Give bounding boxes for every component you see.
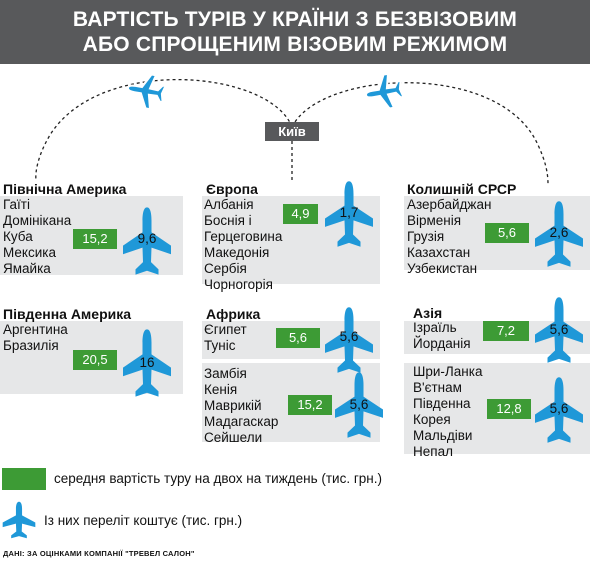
country-name: Єгипет	[204, 322, 247, 337]
region-title-asia: Азія	[413, 305, 443, 321]
country-name: Ізраїль	[413, 320, 457, 335]
title-line-1: ВАРТІСТЬ ТУРІВ У КРАЇНИ З БЕЗВІЗОВИМ	[72, 8, 518, 31]
country-name: Корея	[413, 412, 451, 427]
country-name: Ямайка	[3, 261, 51, 276]
country-name: Сейшели	[204, 430, 263, 445]
tour-cost-badge: 12,8	[487, 399, 531, 419]
region-title-ussr: Колишній СРСР	[407, 181, 517, 197]
country-name: Узбекистан	[407, 261, 478, 276]
country-list-asia: Ізраїль Йорданія	[413, 320, 471, 352]
country-name: В'єтнам	[413, 380, 462, 395]
flight-cost-value: 5,6	[349, 397, 369, 412]
flight-cost-value: 5,6	[549, 322, 569, 337]
source-note: ДАНІ: ЗА ОЦІНКАМИ КОМПАНІЇ "ТРЕВЕЛ САЛОН…	[3, 549, 195, 558]
region-title-africa: Африка	[206, 306, 261, 322]
country-list-asia-south: Шри-Ланка В'єтнам Південна Корея Мальдів…	[413, 364, 482, 460]
plane-icon: 1,7	[324, 180, 374, 248]
country-list-africa: Єгипет Туніс	[204, 322, 247, 354]
legend-plane-icon	[2, 501, 36, 539]
country-name: Гаїті	[3, 197, 30, 212]
country-name: Грузія	[407, 229, 445, 244]
route-left	[35, 78, 293, 181]
country-name: Сербія	[204, 261, 247, 276]
country-name: Маврикій	[204, 398, 262, 413]
tour-cost-badge: 7,2	[483, 321, 529, 341]
country-name: Туніс	[204, 338, 236, 353]
country-name: Замбія	[204, 366, 247, 381]
region-title-north-america: Північна Америка	[3, 181, 127, 197]
plane-icon: 2,6	[534, 200, 584, 268]
country-list-ussr: Азербайджан Вірменія Грузія Казахстан Уз…	[407, 197, 491, 277]
country-name: Чорногорія	[204, 277, 273, 292]
flight-cost-value: 2,6	[549, 225, 569, 240]
country-name: Мальдіви	[413, 428, 473, 443]
tour-cost-badge: 15,2	[288, 395, 332, 415]
country-name: Герцеговина	[204, 229, 283, 244]
country-name: Шри-Ланка	[413, 364, 483, 379]
flight-cost-value: 5,6	[339, 329, 359, 344]
title-banner: ВАРТІСТЬ ТУРІВ У КРАЇНИ З БЕЗВІЗОВИМ АБО…	[0, 0, 590, 64]
plane-icon: 5,6	[334, 371, 384, 439]
title-line-2: АБО СПРОЩЕНИМ ВІЗОВИМ РЕЖИМОМ	[82, 33, 508, 56]
plane-icon: 5,6	[324, 306, 374, 374]
country-name: Куба	[3, 229, 33, 244]
hub-label-kyiv: Київ	[265, 122, 319, 141]
plane-icon: 5,6	[534, 376, 584, 444]
legend-plane-label: Із них переліт коштує (тис. грн.)	[44, 513, 243, 528]
country-name: Південна	[413, 396, 471, 411]
country-name: Казахстан	[407, 245, 471, 260]
country-name: Мексика	[3, 245, 56, 260]
tour-cost-badge: 4,9	[283, 204, 318, 224]
country-name: Албанія	[204, 197, 254, 212]
country-name: Аргентина	[3, 322, 68, 337]
tour-cost-badge: 20,5	[73, 350, 117, 370]
country-name: Македонія	[204, 245, 270, 260]
country-name: Бразилія	[3, 338, 59, 353]
country-list-africa-south: Замбія Кенія Маврикій Мадагаскар Сейшели	[204, 366, 278, 446]
region-title-europe: Європа	[206, 181, 258, 197]
tour-cost-badge: 5,6	[485, 223, 529, 243]
country-list-south-america: Аргентина Бразилія	[3, 322, 68, 354]
country-name: Кенія	[204, 382, 238, 397]
country-name: Азербайджан	[407, 197, 492, 212]
country-name: Боснія і	[204, 213, 252, 228]
flight-cost-value: 16	[139, 355, 155, 370]
country-name: Домініканa	[3, 213, 72, 228]
tour-cost-badge: 5,6	[276, 328, 320, 348]
flight-cost-value: 9,6	[137, 231, 157, 246]
plane-icon: 16	[122, 328, 172, 398]
country-name: Мадагаскар	[204, 414, 279, 429]
country-name: Йорданія	[413, 336, 471, 351]
route-right	[291, 82, 549, 185]
tour-cost-badge: 15,2	[73, 229, 117, 249]
country-list-europe: Албанія Боснія і Герцеговина Македонія С…	[204, 197, 282, 293]
country-name: Непал	[413, 444, 453, 459]
legend-green-swatch	[2, 468, 46, 490]
flight-cost-value: 5,6	[549, 401, 569, 416]
plane-icon: 5,6	[534, 296, 584, 364]
country-name: Вірменія	[407, 213, 462, 228]
plane-icon-left	[123, 69, 169, 113]
flight-cost-value: 1,7	[339, 205, 359, 220]
region-title-south-america: Південна Америка	[3, 306, 132, 322]
plane-icon-right	[361, 70, 407, 114]
plane-icon: 9,6	[122, 206, 172, 276]
country-list-north-america: Гаїті Домініканa Куба Мексика Ямайка	[3, 197, 71, 277]
legend-green-label: середня вартість туру на двох на тиждень…	[54, 471, 382, 486]
